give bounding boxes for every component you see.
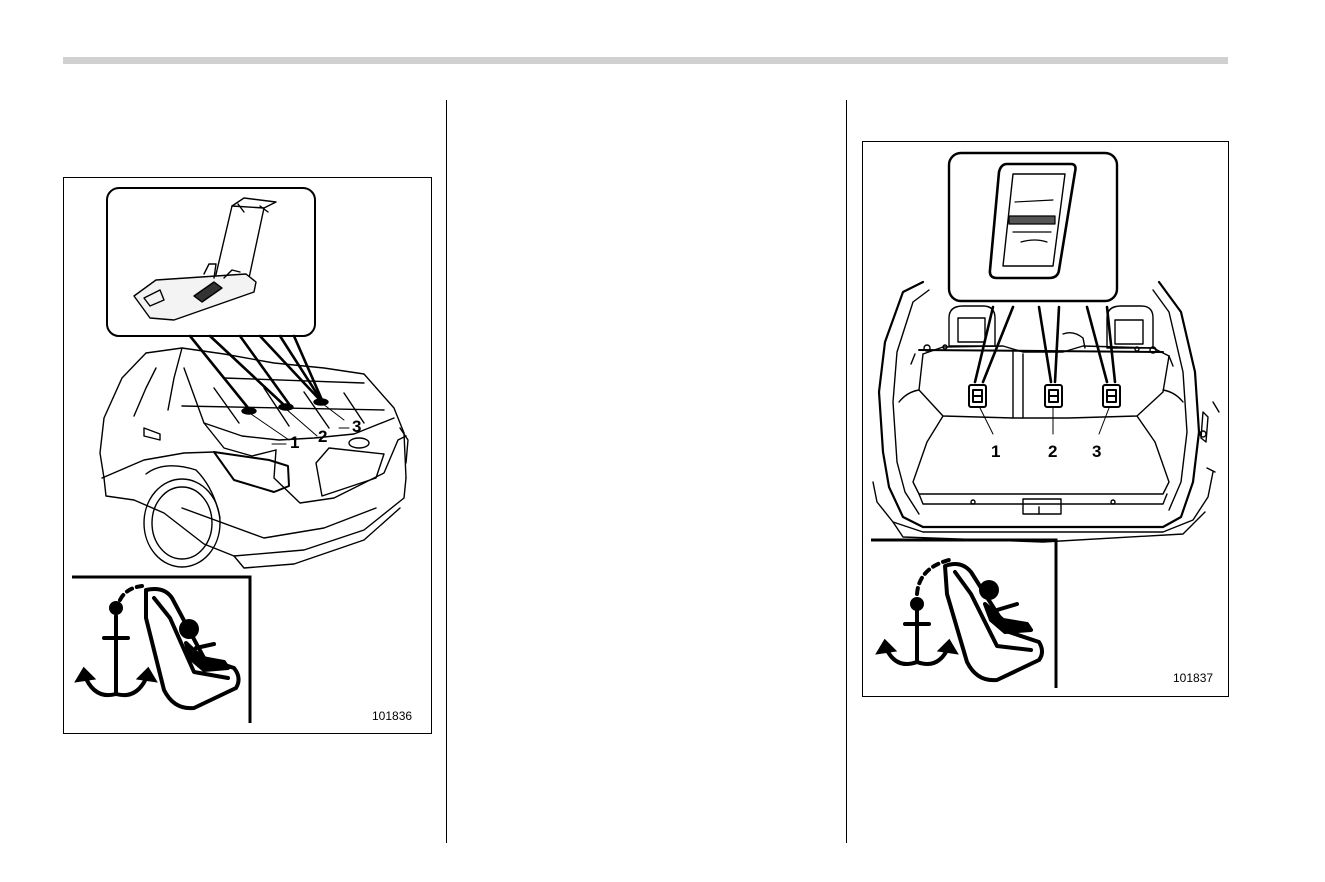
hatchback-illustration: 1 2 3 — [863, 142, 1228, 696]
anchor-bracket-3 — [1103, 385, 1120, 407]
figure-sedan-tether-anchors: 1 2 3 101836 — [63, 177, 432, 734]
callout-1-label: 1 — [290, 433, 299, 452]
figure-number-101837: 101837 — [1173, 671, 1213, 685]
sedan-tail-light — [214, 452, 289, 492]
header-rule — [63, 57, 1228, 64]
figure-number-101836: 101836 — [372, 709, 412, 723]
callout-3-label: 3 — [1092, 442, 1101, 461]
figure-hatchback-tether-anchors: 1 2 3 101837 — [862, 141, 1229, 697]
column-divider-right — [846, 100, 847, 843]
column-divider-left — [446, 100, 447, 843]
anchor-bracket-2 — [1045, 385, 1062, 407]
sedan-illustration: 1 2 3 — [64, 178, 431, 733]
symbol-frame — [72, 577, 250, 723]
anchor-detail-inset — [107, 188, 315, 336]
headrest-right — [1107, 306, 1153, 348]
callout-1-label: 1 — [991, 442, 1000, 461]
callout-3-label: 3 — [352, 417, 361, 436]
tether-anchor-icon — [879, 560, 955, 664]
tether-anchor-icon — [78, 586, 154, 695]
callout-2-label: 2 — [318, 427, 327, 446]
child-seat-icon — [945, 564, 1042, 680]
child-seat-icon — [146, 589, 239, 708]
sedan-rear-wheel — [144, 479, 220, 567]
cargo-opening-frame — [879, 282, 1199, 527]
callout-2-label: 2 — [1048, 442, 1057, 461]
anchor-bracket-1 — [969, 385, 986, 407]
